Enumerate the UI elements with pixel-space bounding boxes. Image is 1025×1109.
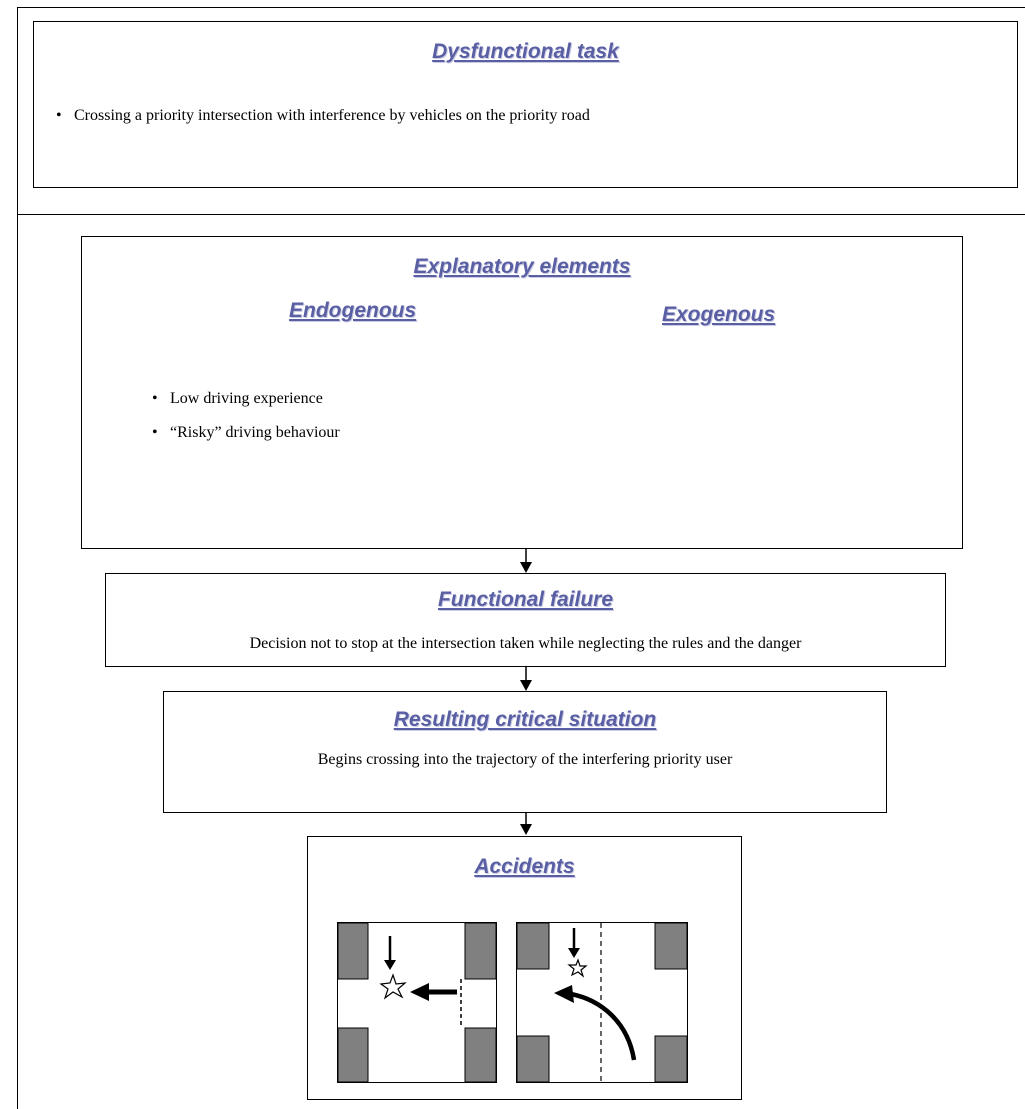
endogenous-heading: Endogenous	[289, 299, 417, 322]
functional-failure-heading: Functional failure	[437, 588, 613, 611]
explanatory-elements-box: Explanatory elements Endogenous Exogenou…	[81, 236, 963, 549]
down-arrow-icon	[568, 928, 580, 958]
functional-failure-text: Decision not to stop at the intersection…	[249, 635, 802, 652]
building-top-right	[654, 922, 688, 970]
curved-left-arrow-icon	[554, 985, 637, 1061]
critical-situation-text: Begins crossing into the trajectory of t…	[317, 751, 733, 768]
dysfunctional-task-list: Crossing a priority intersection with in…	[52, 107, 590, 125]
dysfunctional-task-box: Dysfunctional task Crossing a priority i…	[33, 21, 1018, 188]
accidents-heading: Accidents	[474, 855, 575, 878]
critical-situation-heading: Resulting critical situation	[393, 708, 657, 731]
explanatory-elements-heading: Explanatory elements	[413, 255, 631, 278]
accidents-box: Accidents	[307, 836, 742, 1100]
intersection-diagram-2	[516, 922, 688, 1083]
building-bottom-right	[654, 1035, 688, 1083]
collision-star-icon	[379, 973, 407, 1000]
intersection-diagram-1	[337, 922, 497, 1083]
section-divider	[17, 214, 1025, 215]
left-arrow-icon	[410, 983, 457, 1001]
endogenous-list: Low driving experience “Risky” driving b…	[148, 382, 340, 450]
critical-situation-box: Resulting critical situation Begins cros…	[163, 691, 887, 813]
list-item: Crossing a priority intersection with in…	[52, 107, 590, 125]
building-top-left	[337, 922, 369, 980]
frame-left-border	[17, 7, 18, 1109]
building-top-right	[464, 922, 497, 980]
dysfunctional-task-heading: Dysfunctional task	[432, 40, 619, 63]
collision-star-icon	[567, 958, 588, 978]
building-top-left	[516, 922, 550, 970]
building-bottom-left	[516, 1035, 550, 1083]
list-item: “Risky” driving behaviour	[148, 416, 340, 450]
down-arrow-icon	[384, 936, 396, 970]
functional-failure-box: Functional failure Decision not to stop …	[105, 573, 946, 667]
frame-top-border	[17, 7, 1025, 8]
list-item: Low driving experience	[148, 382, 340, 416]
building-bottom-right	[464, 1027, 497, 1083]
exogenous-heading: Exogenous	[662, 303, 776, 326]
building-bottom-left	[337, 1027, 369, 1083]
